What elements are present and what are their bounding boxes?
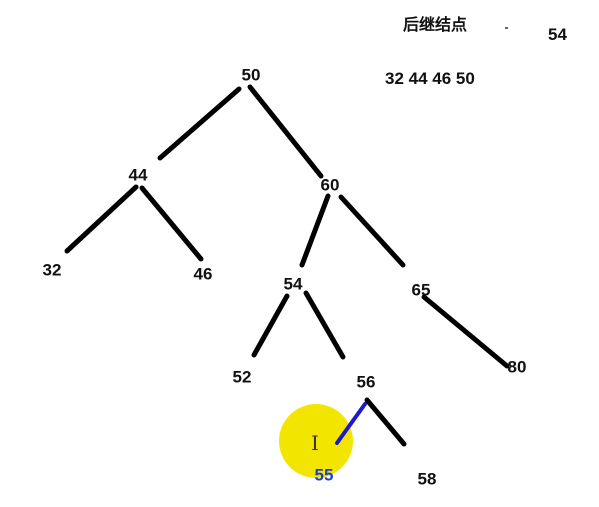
tree-edges bbox=[64, 84, 510, 447]
inorder-traversal-text: 32 44 46 50 bbox=[385, 69, 475, 88]
tree-node-52: 52 bbox=[232, 367, 252, 387]
tree-node-60: 60 bbox=[320, 175, 340, 195]
tree-node-54: 54 bbox=[283, 274, 303, 294]
edge-50-44 bbox=[157, 86, 242, 161]
stray-mark bbox=[505, 27, 508, 29]
text-cursor-icon: I bbox=[311, 431, 319, 455]
edge-60-65 bbox=[338, 194, 406, 268]
tree-node-58: 58 bbox=[417, 469, 437, 489]
edge-65-80 bbox=[421, 294, 510, 369]
edge-44-46 bbox=[139, 185, 204, 262]
edge-54-52 bbox=[251, 293, 290, 358]
edge-56-58 bbox=[364, 397, 407, 447]
tree-node-65: 65 bbox=[411, 280, 431, 300]
tree-node-50: 50 bbox=[241, 65, 261, 85]
tree-node-80: 80 bbox=[507, 357, 527, 377]
edge-44-32 bbox=[64, 184, 139, 254]
tree-node-32: 32 bbox=[42, 260, 62, 280]
tree-node-55: 55 bbox=[314, 465, 334, 485]
edge-60-54 bbox=[299, 193, 331, 268]
tree-node-44: 44 bbox=[128, 165, 148, 185]
tree-node-46: 46 bbox=[193, 264, 213, 284]
cursor-highlight-spot bbox=[279, 404, 353, 478]
tree-node-56: 56 bbox=[356, 372, 376, 392]
successor-value: 54 bbox=[548, 25, 567, 44]
successor-title: 后继结点 bbox=[403, 15, 468, 34]
edge-50-60 bbox=[247, 84, 324, 179]
edge-56-55 bbox=[335, 402, 367, 445]
edge-54-56 bbox=[303, 290, 346, 360]
